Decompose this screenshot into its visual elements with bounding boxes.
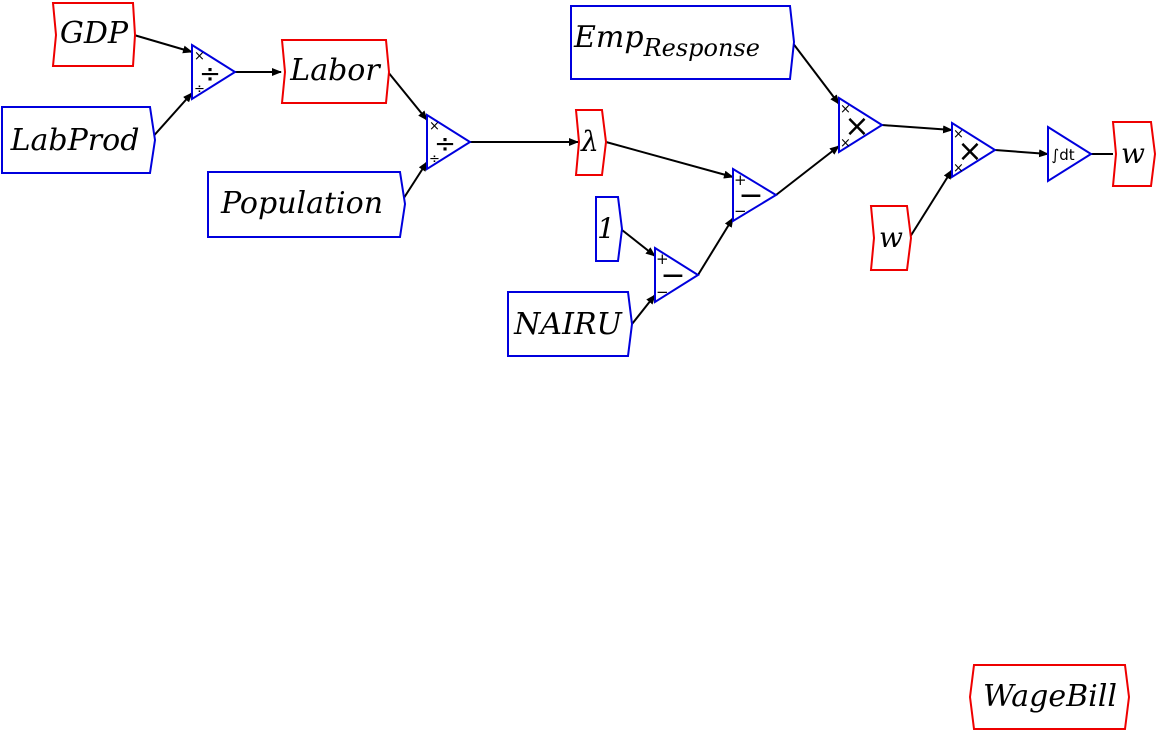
labprod-variable-node[interactable]: LabProd [1,106,157,174]
wire-nairu-to-subtract[interactable] [631,294,656,325]
wire-gdp-to-divide[interactable] [133,34,193,54]
wire-multiply-to-integral[interactable] [994,149,1049,158]
multiply-1-port-bottom: × [840,136,851,151]
wire-empresponse-to-multiply[interactable] [791,41,840,105]
subtract-2-port-top: + [656,250,669,268]
labor-flow-node[interactable]: Labor [280,39,391,104]
w-output-label: w [1121,137,1145,170]
multiply-operator-1[interactable]: × × × [838,96,884,154]
empresponse-variable-node[interactable]: EmpResponse [570,5,796,80]
divide-1-port-bottom: ÷ [194,82,205,97]
divide-1-symbol: ÷ [199,59,221,89]
multiply-operator-2[interactable]: × × × [951,121,997,179]
lambda-label: λ [580,125,599,158]
empresponse-main: Emp [573,20,644,55]
nairu-variable-node[interactable]: NAIRU [507,291,634,357]
subtract-1-port-top: + [734,171,747,189]
labprod-label: LabProd [10,123,140,158]
multiply-2-symbol: × [957,134,982,169]
divide-2-port-top: × [429,119,440,134]
subtract-operator-1[interactable]: + − − [732,167,778,223]
lambda-flow-node[interactable]: λ [574,109,608,176]
wagebill-flow-node[interactable]: WageBill [968,664,1131,730]
wire-lambda-to-subtract[interactable] [605,141,734,179]
w-input-label: w [879,221,903,254]
wire-labprod-to-divide[interactable] [149,92,193,141]
multiply-2-port-bottom: × [953,161,964,176]
gdp-label: GDP [60,16,129,51]
subtract-2-port-bottom: − [656,283,669,301]
wire-w-to-multiply[interactable] [909,169,953,238]
wire-subtract-to-subtract[interactable] [697,217,734,276]
integral-symbol: ∫dt [1051,146,1074,164]
w-output-flow-node[interactable]: w [1111,121,1157,187]
subtract-1-port-bottom: − [734,202,747,220]
divide-2-port-bottom: ÷ [429,152,440,167]
multiply-1-port-top: × [840,102,851,117]
multiply-2-port-top: × [953,127,964,142]
labor-label: Labor [289,53,381,88]
wire-labor-to-divide[interactable] [387,71,428,121]
empresponse-label: EmpResponse [573,20,760,62]
divide-operator-2[interactable]: × ÷ ÷ [426,113,472,171]
divide-1-port-top: × [194,49,205,64]
subtract-operator-2[interactable]: + − − [654,246,700,304]
wire-subtract-to-multiply[interactable] [775,145,840,196]
population-label: Population [220,186,383,221]
one-constant-node[interactable]: 1 [595,196,624,262]
divide-2-symbol: ÷ [434,129,456,159]
divide-operator-1[interactable]: × ÷ ÷ [191,43,237,101]
wagebill-label: WageBill [983,679,1117,714]
subtract-1-symbol: − [738,178,763,213]
gdp-flow-node[interactable]: GDP [51,2,137,67]
nairu-label: NAIRU [513,307,623,342]
one-label: 1 [597,212,615,245]
wires [133,34,1113,325]
population-variable-node[interactable]: Population [207,171,407,238]
wire-one-to-subtract[interactable] [621,229,656,257]
wire-multiply-to-multiply[interactable] [881,124,953,134]
subtract-2-symbol: − [660,258,685,293]
empresponse-subscript: Response [643,34,760,62]
integral-operator[interactable]: ∫dt [1047,125,1093,183]
w-input-flow-node[interactable]: w [869,205,913,271]
multiply-1-symbol: × [844,109,869,144]
